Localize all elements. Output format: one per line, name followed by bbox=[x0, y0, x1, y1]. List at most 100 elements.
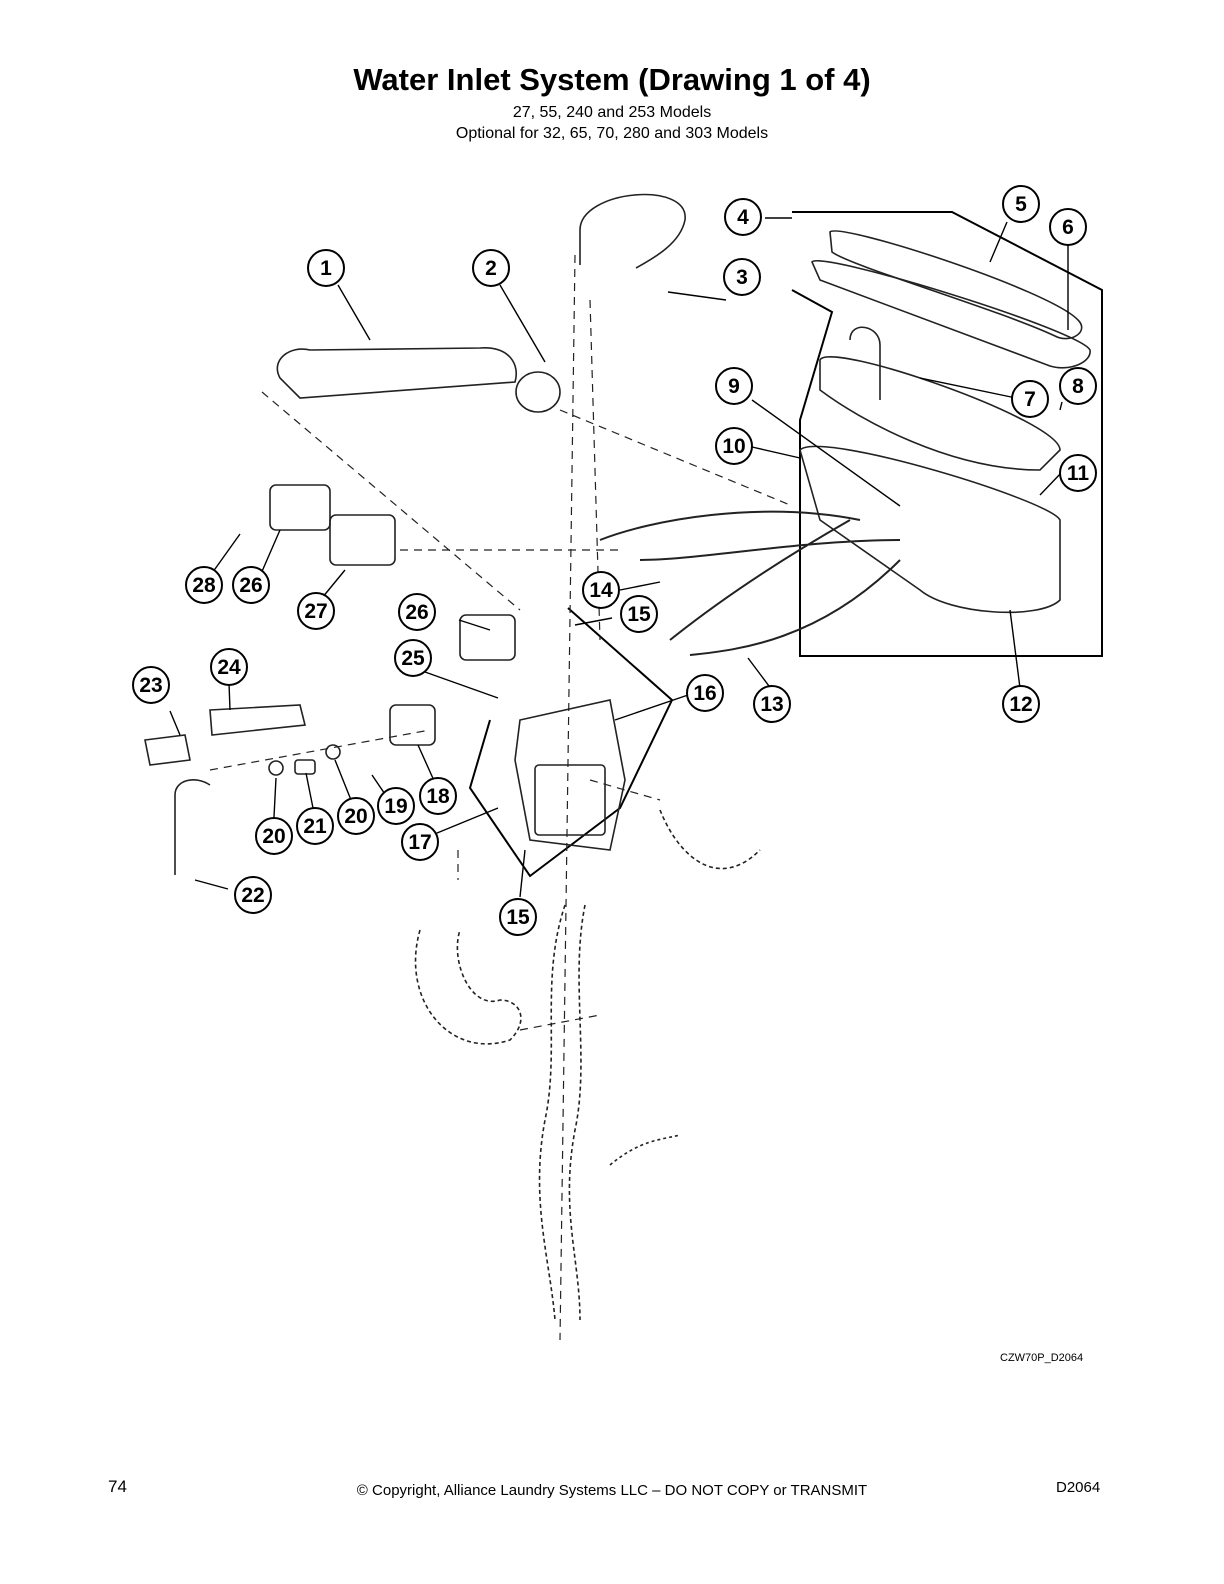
callout-3: 3 bbox=[723, 258, 761, 296]
callout-circle bbox=[419, 777, 457, 815]
callout-label: 20 bbox=[262, 825, 285, 848]
callout-circle bbox=[723, 258, 761, 296]
callout-label: 15 bbox=[506, 906, 530, 929]
callout-circle bbox=[401, 823, 439, 861]
callout-circle bbox=[499, 898, 537, 936]
callout-circle bbox=[210, 648, 248, 686]
callout-circle bbox=[394, 639, 432, 677]
mixing-chamber bbox=[534, 764, 606, 836]
inlet-hose-loop bbox=[579, 193, 686, 269]
callout-label: 13 bbox=[760, 693, 783, 716]
callout-8: 8 bbox=[1059, 367, 1097, 405]
callout-15: 15 bbox=[499, 898, 537, 936]
callout-21: 21 bbox=[296, 807, 334, 845]
callout-circle bbox=[337, 797, 375, 835]
callout-label: 9 bbox=[728, 375, 740, 398]
drawing-code: CZW70P_D2064 bbox=[1000, 1352, 1084, 1364]
callout-circle bbox=[1059, 367, 1097, 405]
callout-circle bbox=[296, 807, 334, 845]
callout-27: 27 bbox=[297, 592, 335, 630]
callout-24: 24 bbox=[210, 648, 248, 686]
leader-lines bbox=[169, 221, 1069, 898]
callout-circle bbox=[724, 198, 762, 236]
callout-circle bbox=[398, 593, 436, 631]
callout-circle bbox=[297, 592, 335, 630]
callout-17: 17 bbox=[401, 823, 439, 861]
callout-circle bbox=[582, 571, 620, 609]
dispenser-tray bbox=[799, 445, 1061, 614]
washer-left bbox=[268, 760, 284, 776]
callout-14: 14 bbox=[582, 571, 620, 609]
models-subtitle: 27, 55, 240 and 253 Models bbox=[512, 104, 712, 121]
elbow-hose bbox=[174, 779, 211, 875]
mixing-manifold bbox=[514, 699, 626, 851]
callout-20: 20 bbox=[255, 817, 293, 855]
callout-circle bbox=[1002, 185, 1040, 223]
callout-circle bbox=[753, 685, 791, 723]
callout-label: 5 bbox=[1015, 193, 1027, 216]
callout-label: 3 bbox=[736, 266, 748, 289]
callout-circle bbox=[1011, 380, 1049, 418]
callout-circle bbox=[185, 566, 223, 604]
water-valve-triple bbox=[329, 514, 396, 566]
hose-clamp bbox=[515, 371, 561, 413]
callout-11: 11 bbox=[1059, 454, 1097, 492]
inlet-hose-fitting bbox=[209, 704, 306, 736]
callout-2: 2 bbox=[472, 249, 510, 287]
callout-circle bbox=[232, 566, 270, 604]
callout-label: 21 bbox=[303, 815, 327, 838]
callout-label: 28 bbox=[192, 574, 216, 597]
callout-circle bbox=[472, 249, 510, 287]
callout-22: 22 bbox=[234, 876, 272, 914]
callout-18: 18 bbox=[419, 777, 457, 815]
callout-20: 20 bbox=[337, 797, 375, 835]
diagram-artwork bbox=[144, 193, 1103, 1341]
callout-circle bbox=[1049, 208, 1087, 246]
callout-label: 19 bbox=[384, 795, 407, 818]
callout-label: 10 bbox=[722, 435, 745, 458]
callout-label: 23 bbox=[139, 674, 162, 697]
callout-circle bbox=[715, 367, 753, 405]
lower-hose-left bbox=[414, 929, 522, 1045]
fill-pipe bbox=[276, 347, 517, 399]
callout-circle bbox=[307, 249, 345, 287]
callout-label: 16 bbox=[693, 682, 716, 705]
inlet-hose-main bbox=[599, 510, 901, 656]
dispenser-cup bbox=[819, 356, 1061, 471]
callout-19: 19 bbox=[377, 787, 415, 825]
callout-label: 15 bbox=[627, 603, 651, 626]
side-hose bbox=[659, 809, 761, 870]
callout-label: 26 bbox=[239, 574, 262, 597]
callout-circle bbox=[377, 787, 415, 825]
callout-circle bbox=[715, 427, 753, 465]
callout-26: 26 bbox=[398, 593, 436, 631]
callout-16: 16 bbox=[686, 674, 724, 712]
small-hose bbox=[609, 1134, 681, 1166]
callout-label: 8 bbox=[1072, 375, 1084, 398]
inlet-strainer bbox=[144, 734, 191, 766]
callout-label: 7 bbox=[1024, 388, 1036, 411]
coupling-nut bbox=[294, 759, 316, 775]
water-valve-single bbox=[389, 704, 436, 746]
dispenser-gasket bbox=[811, 260, 1091, 369]
callout-12: 12 bbox=[1002, 685, 1040, 723]
callout-label: 27 bbox=[304, 600, 327, 623]
callout-circle bbox=[255, 817, 293, 855]
callout-circle bbox=[1059, 454, 1097, 492]
callout-label: 22 bbox=[241, 884, 264, 907]
callout-label: 12 bbox=[1009, 693, 1032, 716]
explosion-lines bbox=[209, 254, 791, 1341]
callout-circle bbox=[1002, 685, 1040, 723]
callout-label: 17 bbox=[408, 831, 431, 854]
callout-label: 4 bbox=[737, 206, 749, 229]
water-valve-double-lower bbox=[459, 614, 516, 661]
document-id: D2064 bbox=[1056, 1479, 1101, 1496]
callout-label: 2 bbox=[485, 257, 497, 280]
callout-label: 26 bbox=[405, 601, 428, 624]
dispenser-lid bbox=[829, 230, 1083, 340]
assembly-bracket-middle bbox=[468, 607, 674, 878]
water-valve-double-upper bbox=[269, 484, 331, 531]
callout-label: 11 bbox=[1067, 462, 1090, 485]
assembly-bracket-upper bbox=[791, 211, 1103, 657]
